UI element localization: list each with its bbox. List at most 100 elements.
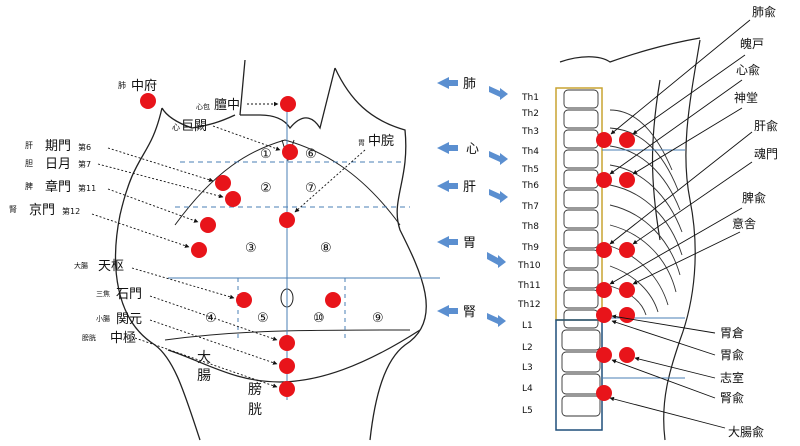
label-konmon: 魂門	[754, 146, 778, 161]
label-kangen: 小腸 関元	[96, 312, 142, 327]
center-organ-kidney: 腎	[463, 305, 476, 320]
region-1: ①	[260, 147, 272, 162]
point-chufu	[140, 93, 156, 109]
label-shishitsu: 志室	[720, 370, 744, 385]
spine-th1: Th1	[521, 93, 539, 103]
front-torso: ① ⑥ ② ⑦ ③ ⑧ ④ ⑤ ⑩ ⑨	[9, 59, 440, 441]
leader-konmon	[632, 161, 753, 245]
leader-jitsugetsu	[97, 163, 224, 199]
leader-keimon	[91, 213, 190, 248]
region-4: ④	[205, 311, 217, 326]
spine-l2: L2	[522, 343, 533, 353]
name-jitsugetsu: 日月	[45, 157, 71, 172]
point-kimon	[215, 175, 231, 191]
leader-chukyoku	[134, 337, 278, 388]
point-hiyu	[596, 282, 612, 298]
name-chufu: 中府	[131, 79, 157, 94]
label-chukyoku: 膀胱 中極	[82, 330, 136, 346]
front-points	[140, 93, 341, 397]
note-jitsugetsu: 第7	[78, 159, 91, 169]
vertical-large-intestine-1: 大	[197, 350, 211, 366]
point-kanyu	[596, 242, 612, 258]
name-shomon: 章門	[45, 179, 71, 195]
note-kimon: 第6	[78, 142, 91, 152]
organ-small-intestine: 小腸	[96, 314, 110, 323]
note-keimon: 第12	[62, 206, 80, 216]
region-3: ③	[245, 241, 257, 256]
leader-jinyu	[611, 359, 716, 399]
label-shomon: 脾 章門 第11	[25, 179, 96, 195]
region-8: ⑧	[320, 241, 332, 256]
leader-shindo	[632, 107, 743, 175]
point-shindo	[619, 172, 635, 188]
center-organ-stomach: 胃	[463, 236, 476, 251]
label-kanyu: 肝兪	[754, 119, 778, 133]
spine-th11: Th11	[517, 281, 541, 291]
spine-th7: Th7	[521, 202, 539, 212]
spine-l3: L3	[522, 363, 533, 373]
label-isou: 胃倉	[720, 325, 744, 340]
organ-pericardium: 心包	[196, 102, 210, 111]
leader-shinyu	[609, 79, 743, 175]
spine-th12: Th12	[517, 300, 541, 310]
arrow-row-heart: 心	[437, 142, 508, 165]
label-jinyu: 腎兪	[720, 391, 744, 405]
center-organ-arrows: 肺 心 肝 胃 腎	[437, 77, 508, 327]
organ-liver: 肝	[25, 141, 33, 150]
arrow-row-kidney: 腎	[437, 305, 506, 327]
label-kimon: 肝 期門 第6	[25, 139, 91, 154]
point-daichoyu	[596, 385, 612, 401]
region-6: ⑥	[305, 147, 317, 162]
organ-heart: 心	[172, 123, 180, 132]
leader-haiyu	[610, 19, 751, 135]
point-iyu	[619, 307, 635, 323]
leader-hakuko	[632, 54, 746, 135]
spine-th6: Th6	[521, 181, 539, 191]
back-outline	[559, 37, 701, 441]
name-kangen: 関元	[116, 312, 142, 327]
leader-hiyu	[609, 207, 743, 285]
point-danchu	[280, 96, 296, 112]
label-iyu: 胃兪	[720, 348, 744, 362]
label-haiyu: 肺兪	[752, 5, 776, 19]
region-7: ⑦	[305, 181, 317, 196]
organ-stomach-front: 胃	[358, 139, 365, 147]
spine-th3: Th3	[521, 127, 539, 137]
label-daichoyu: 大腸兪	[728, 425, 764, 439]
vertical-bladder-1: 膀	[248, 381, 262, 398]
label-isha: 意舎	[732, 216, 756, 231]
leader-shomon	[107, 188, 199, 223]
organ-lung: 肺	[118, 81, 126, 90]
organ-bladder: 膀胱	[82, 333, 96, 342]
name-chukyoku: 中極	[110, 330, 136, 346]
name-kimon: 期門	[45, 139, 71, 154]
organ-sanjiao: 三焦	[96, 289, 110, 298]
spine-th5: Th5	[521, 165, 539, 175]
label-jitsugetsu: 胆 日月 第7	[25, 157, 91, 172]
leader-kanyu	[609, 131, 753, 245]
label-tensu: 大腸 天枢	[74, 259, 124, 274]
label-hiyu: 脾兪	[742, 190, 766, 205]
point-tensu-right	[325, 292, 341, 308]
point-shomon	[200, 217, 216, 233]
torso-outline	[114, 59, 427, 441]
spine-levels: Th1 Th2 Th3 Th4 Th5 Th6 Th7 Th8 Th9 Th10…	[517, 93, 541, 416]
name-danchu: 膻中	[214, 98, 240, 113]
back-guides	[602, 149, 685, 379]
point-konmon	[619, 242, 635, 258]
label-shinyu: 心兪	[736, 63, 760, 77]
point-hakuko	[619, 132, 635, 148]
spine-l4: L4	[522, 384, 533, 394]
center-organ-heart: 心	[466, 142, 479, 157]
vertical-bladder-2: 胱	[248, 402, 262, 418]
organ-kidney: 腎	[9, 205, 17, 214]
back-figure: Th1 Th2 Th3 Th4 Th5 Th6 Th7 Th8 Th9 Th10…	[517, 5, 778, 441]
spine-th2: Th2	[521, 109, 539, 119]
region-2: ②	[260, 181, 272, 196]
point-chukyoku	[279, 381, 295, 397]
point-tensu-left	[236, 292, 252, 308]
label-koketsu: 心 巨闕	[172, 119, 207, 134]
vertebrae	[561, 89, 601, 417]
point-haiyu	[596, 132, 612, 148]
